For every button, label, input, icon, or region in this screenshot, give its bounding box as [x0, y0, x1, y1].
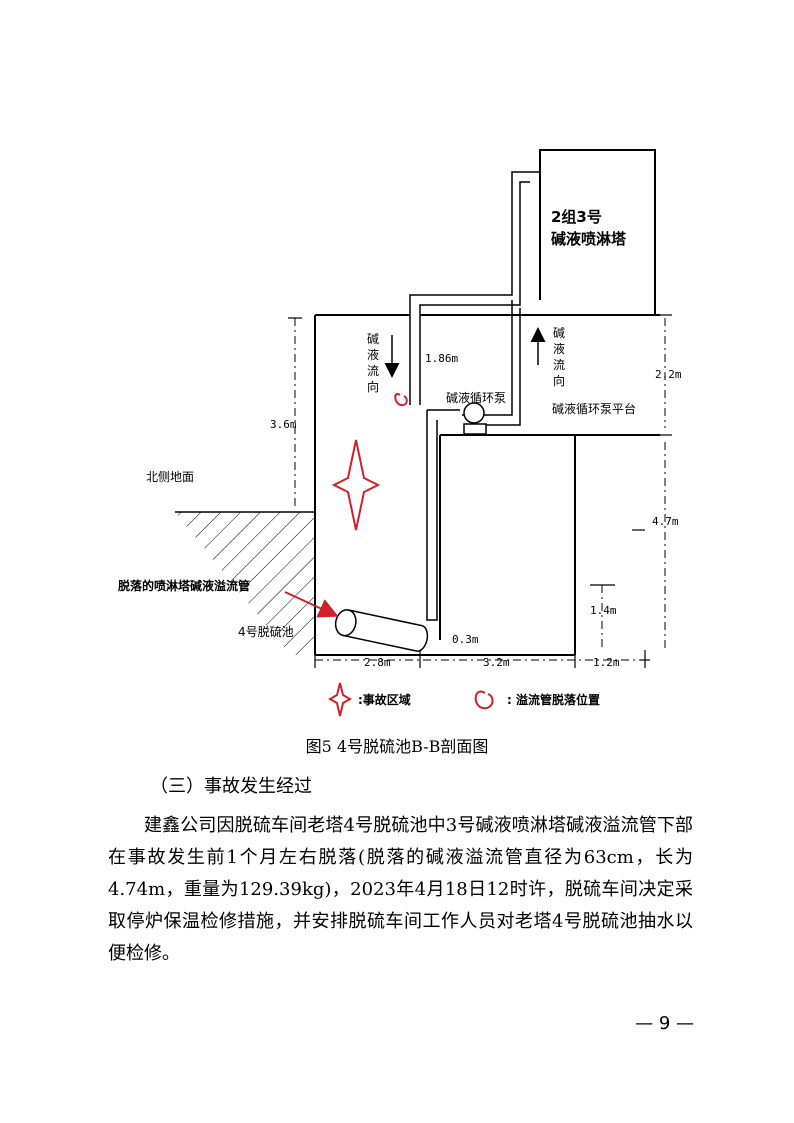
dim-1-4: 1.4m [590, 604, 617, 617]
platform-label: 碱液循环泵平台 [552, 401, 636, 416]
north-ground-label: 北侧地面 [146, 470, 194, 484]
section-heading: （三）事故发生经过 [150, 776, 312, 797]
flow-up-char-3: 流 [553, 358, 565, 372]
dimension-ticks [288, 314, 672, 668]
legend-detach-icon [474, 690, 494, 710]
flow-down-char-4: 向 [367, 379, 379, 394]
flow-up-char-2: 液 [553, 341, 565, 356]
flow-down-char-1: 碱 [367, 332, 379, 346]
legend-accident: :事故区域 [327, 682, 411, 717]
tower-label-1: 2组3号 [551, 208, 602, 226]
legend-pipe-text: : 溢流管脱落位置 [507, 692, 600, 707]
flow-down-char-2: 液 [367, 347, 379, 362]
legend-accident-text: :事故区域 [358, 692, 411, 707]
dim-4-7: 4.7m [652, 515, 679, 528]
body-paragraph: 建鑫公司因脱硫车间老塔4号脱硫池中3号碱液喷淋塔碱液溢流管下部在事故发生前1个月… [108, 815, 693, 964]
flow-up-char-4: 向 [553, 373, 565, 388]
detach-location-icon [394, 392, 408, 407]
flow-down-char-3: 流 [367, 364, 379, 378]
flow-up-char-1: 碱 [553, 326, 565, 340]
dim-3-6: 3.6m [270, 418, 297, 431]
fallen-pipe [334, 609, 429, 652]
section-diagram: 2组3号 碱液喷淋塔 碱 液 流 向 碱 液 流 向 碱液循环泵 碱液循环泵平台… [118, 149, 682, 717]
dimension-lines [294, 318, 666, 661]
accident-star-icon [331, 439, 381, 531]
alkali-pipes [409, 171, 540, 621]
dim-2-2: 2.2m [655, 368, 682, 381]
legend-star-icon [327, 682, 353, 717]
fallen-pipe-label: 脱落的喷淋塔碱液溢流管 [118, 578, 250, 593]
dim-1-2: 1.2m [593, 656, 620, 669]
legend-pipe: : 溢流管脱落位置 [474, 690, 600, 710]
tower-label-2: 碱液喷淋塔 [551, 230, 627, 248]
dim-2-8: 2.8m [364, 656, 391, 669]
pool-structure [314, 314, 660, 656]
pool-label: 4号脱硫池 [238, 624, 294, 639]
pump-symbol [463, 402, 487, 435]
page-number: — 9 — [635, 1013, 694, 1034]
fallen-pipe-arrow [284, 591, 339, 618]
pump-label: 碱液循环泵 [446, 390, 506, 405]
north-ground-hatch [175, 511, 315, 655]
spray-tower [539, 149, 656, 315]
figure-caption: 图5 4号脱硫池B-B剖面图 [305, 737, 489, 756]
dim-0-3: 0.3m [452, 633, 479, 646]
dim-1-86: 1.86m [425, 352, 458, 365]
dim-3-2: 3.2m [483, 656, 510, 669]
